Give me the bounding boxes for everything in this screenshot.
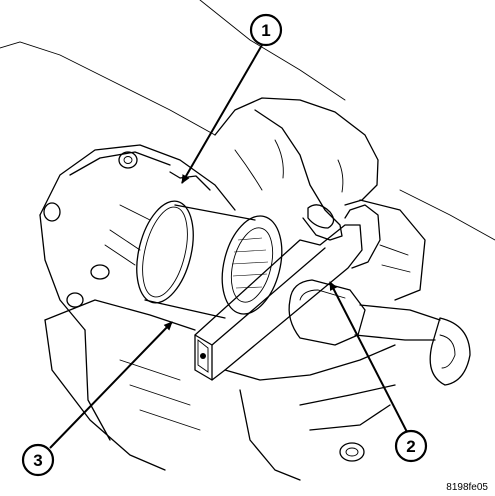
callout-2-circle — [394, 429, 428, 463]
callout-1-leader — [181, 44, 263, 184]
callout-2: 2 — [329, 281, 428, 463]
callout-3-leader — [49, 321, 173, 449]
hand — [214, 97, 379, 241]
figure-id: 8198fe05 — [446, 482, 488, 493]
callout-2-leader — [329, 281, 408, 433]
c-clamp — [288, 204, 471, 386]
callout-3-circle — [21, 443, 55, 477]
callout-1-circle — [249, 13, 283, 47]
caliper-body — [39, 144, 236, 331]
callout-1-label: 1 — [261, 21, 270, 40]
callout-1: 1 — [181, 13, 283, 184]
callout-3-label: 3 — [33, 451, 42, 470]
callout-3: 3 — [21, 321, 173, 477]
press-tool-bar — [194, 224, 363, 381]
callout-2-label: 2 — [406, 437, 415, 456]
piston — [136, 200, 283, 319]
vise — [44, 199, 426, 481]
background-outline — [0, 0, 495, 241]
